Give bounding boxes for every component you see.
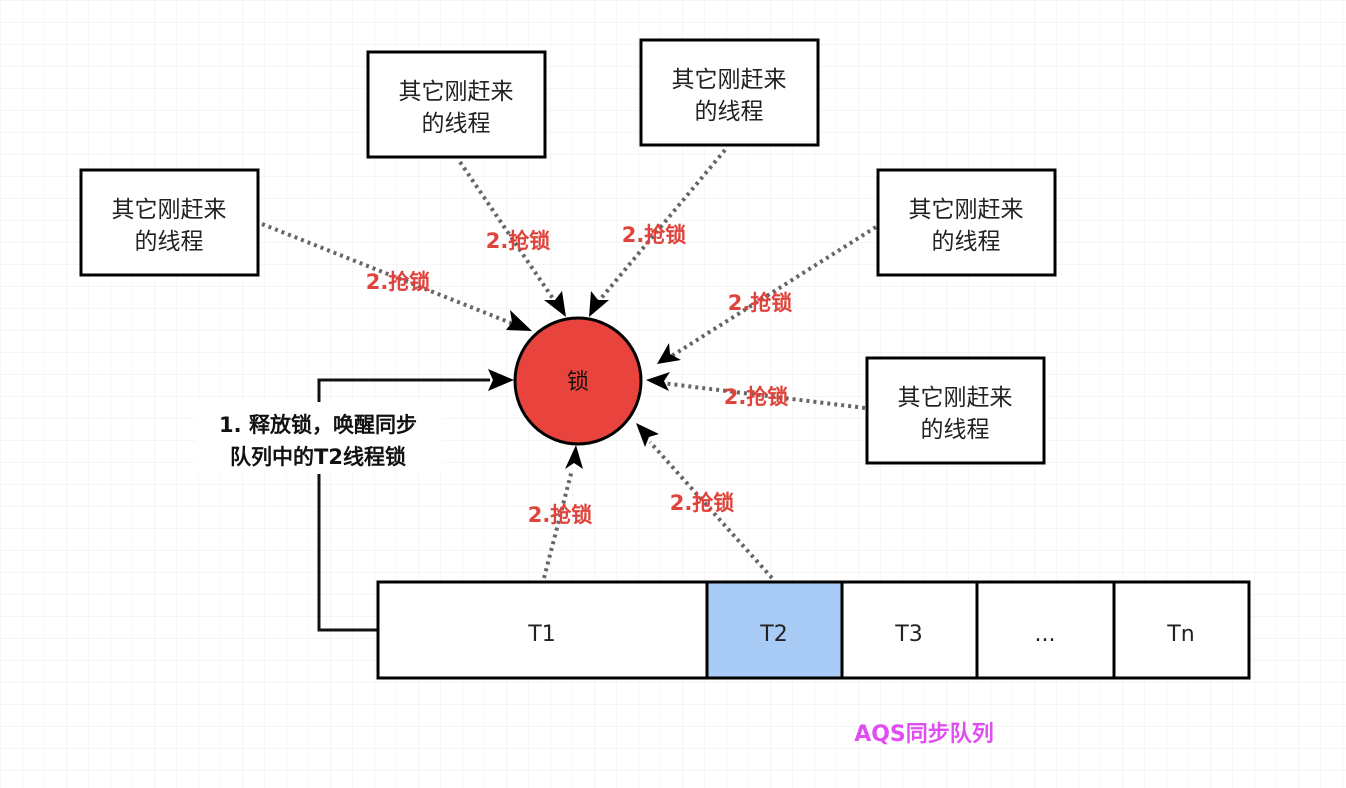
arrowhead-left xyxy=(506,310,532,331)
thread-box-line1: 其它刚赶来 xyxy=(399,79,514,105)
release-label-line1: 1. 释放锁，唤醒同步 xyxy=(219,413,417,437)
edge-label-t1: 2.抢锁 xyxy=(528,503,593,527)
queue-cell-t2: T2 xyxy=(705,580,844,680)
arrowhead-top-left xyxy=(544,291,566,317)
queue-caption: AQS同步队列 xyxy=(854,721,994,747)
edge-label-left: 2.抢锁 xyxy=(366,270,431,294)
thread-box-top-left: 其它刚赶来 的线程 xyxy=(366,50,547,159)
release-path xyxy=(317,378,490,632)
edge-label-right-lower: 2.抢锁 xyxy=(724,385,789,409)
edge-thread-right-lower xyxy=(661,381,866,410)
arrowhead-right-upper xyxy=(657,343,681,364)
thread-box-line1: 其它刚赶来 xyxy=(898,385,1013,411)
edge-thread-right-upper xyxy=(668,225,878,359)
thread-box-line2: 的线程 xyxy=(422,111,491,137)
lock-node: 锁 xyxy=(513,316,643,446)
queue-cell-t1: T1 xyxy=(376,580,709,680)
queue-cell-label: T1 xyxy=(527,622,555,647)
thread-box-line2: 的线程 xyxy=(921,417,990,443)
thread-box-right-upper: 其它刚赶来 的线程 xyxy=(876,168,1057,277)
edge-arrowheads xyxy=(506,291,681,469)
edge-thread-top-right xyxy=(596,148,727,304)
edge-label-top-right: 2.抢锁 xyxy=(622,223,687,247)
release-annotation: 1. 释放锁，唤醒同步 队列中的T2线程锁 xyxy=(196,402,442,474)
lock-label: 锁 xyxy=(567,370,589,395)
grab-edges xyxy=(261,148,878,580)
queue-cell-label: Tn xyxy=(1166,622,1194,647)
release-arrowhead xyxy=(488,369,514,391)
aqs-queue: T1 T2 T3 ... Tn xyxy=(376,580,1251,680)
thread-box-line1: 其它刚赶来 xyxy=(672,67,787,93)
edge-label-right-upper: 2.抢锁 xyxy=(728,291,793,315)
release-label-line2: 队列中的T2线程锁 xyxy=(230,445,406,469)
thread-box-line1: 其它刚赶来 xyxy=(909,197,1024,223)
queue-cell-tn: Tn xyxy=(1112,580,1251,680)
arrowhead-t1 xyxy=(565,445,583,469)
queue-cell-label: T2 xyxy=(759,622,787,647)
edge-label-t2: 2.抢锁 xyxy=(670,491,735,515)
grab-labels: 2.抢锁 2.抢锁 2.抢锁 2.抢锁 2.抢锁 2.抢锁 2.抢锁 xyxy=(366,223,793,527)
edge-label-top-left: 2.抢锁 xyxy=(486,229,551,253)
thread-box-line2: 的线程 xyxy=(932,229,1001,255)
thread-box-left: 其它刚赶来 的线程 xyxy=(79,168,260,277)
queue-cell-label: ... xyxy=(1035,622,1056,647)
thread-box-top-right: 其它刚赶来 的线程 xyxy=(639,38,820,147)
edge-t1 xyxy=(542,469,574,579)
thread-box-line2: 的线程 xyxy=(135,229,204,255)
thread-box-line2: 的线程 xyxy=(695,99,764,125)
thread-box-right-lower: 其它刚赶来 的线程 xyxy=(865,356,1046,465)
thread-box-line1: 其它刚赶来 xyxy=(112,197,227,223)
lock-circle xyxy=(513,316,643,446)
edge-thread-top-left xyxy=(458,160,558,305)
release-label-bg xyxy=(196,402,442,474)
queue-cell-label: T3 xyxy=(894,622,922,647)
edge-t2 xyxy=(648,440,774,580)
arrowhead-t2 xyxy=(636,423,659,447)
queue-cell-ellipsis: ... xyxy=(975,580,1116,680)
arrowhead-right-lower xyxy=(646,372,670,391)
queue-cell-t3: T3 xyxy=(840,580,979,680)
arrowhead-top-right xyxy=(589,291,609,317)
